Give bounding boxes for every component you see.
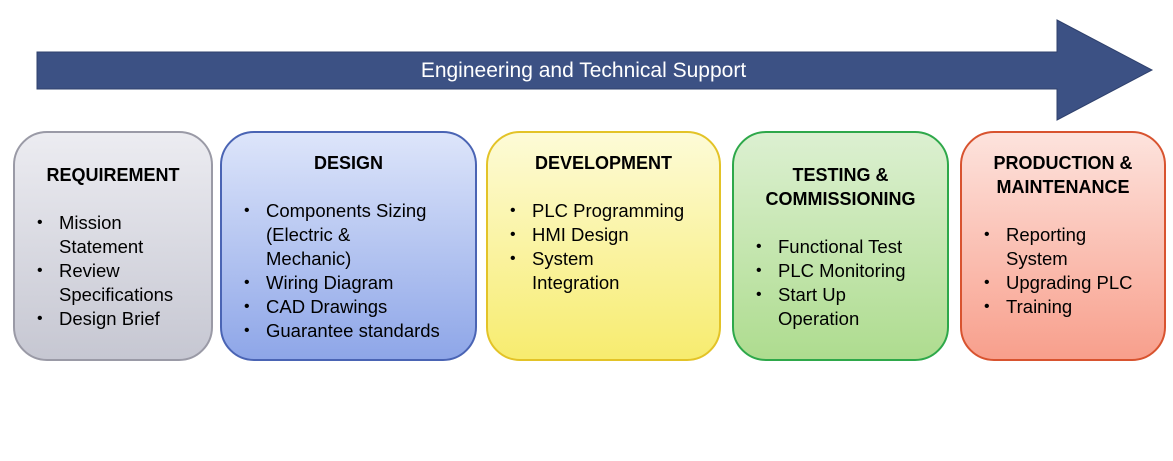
list-item: PLC Programming [498,199,709,223]
stage-title-line: REQUIREMENT [46,165,180,185]
stage-title: DEVELOPMENT [498,151,709,175]
support-arrow [36,19,1154,121]
stage-requirement: REQUIREMENT Mission Statement Review Spe… [13,131,213,361]
stage-item-list: Reporting System Upgrading PLC Training [972,223,1154,319]
stage-title-line: DESIGN [313,153,383,173]
list-item: HMI Design [498,223,709,247]
list-item: Components Sizing (Electric & Mechanic) [232,199,465,271]
list-item: Start Up Operation [744,283,937,331]
stage-item-list: PLC Programming HMI Design System Integr… [498,199,709,295]
stage-title: REQUIREMENT [25,163,201,187]
support-arrow-shape [36,19,1154,121]
list-item: System Integration [498,247,709,295]
stage-title: DESIGN [232,151,465,175]
list-item: Upgrading PLC [972,271,1154,295]
stage-title-line: DEVELOPMENT [534,153,672,173]
stage-development: DEVELOPMENT PLC Programming HMI Design S… [486,131,721,361]
list-item: Reporting System [972,223,1154,271]
list-item: PLC Monitoring [744,259,937,283]
list-item: CAD Drawings [232,295,465,319]
list-item: Design Brief [25,307,201,331]
list-item: Mission Statement [25,211,201,259]
stage-title-line: MAINTENANCE [996,177,1130,197]
stage-production-maintenance: PRODUCTION & MAINTENANCE Reporting Syste… [960,131,1166,361]
list-item: Functional Test [744,235,937,259]
stage-title-line: TESTING & [792,165,889,185]
stage-design: DESIGN Components Sizing (Electric & Mec… [220,131,477,361]
support-arrow-label: Engineering and Technical Support [420,59,747,82]
list-item: Review Specifications [25,259,201,307]
stage-title: PRODUCTION & MAINTENANCE [972,151,1154,199]
stage-testing-commissioning: TESTING & COMMISSIONING Functional Test … [732,131,949,361]
stage-title-line: PRODUCTION & [993,153,1133,173]
stage-item-list: Mission Statement Review Specifications … [25,211,201,331]
list-item: Training [972,295,1154,319]
stage-item-list: Functional Test PLC Monitoring Start Up … [744,235,937,331]
stage-title: TESTING & COMMISSIONING [744,163,937,211]
list-item: Wiring Diagram [232,271,465,295]
list-item: Guarantee standards [232,319,465,343]
stage-item-list: Components Sizing (Electric & Mechanic) … [232,199,465,343]
stage-title-line: COMMISSIONING [765,189,916,209]
